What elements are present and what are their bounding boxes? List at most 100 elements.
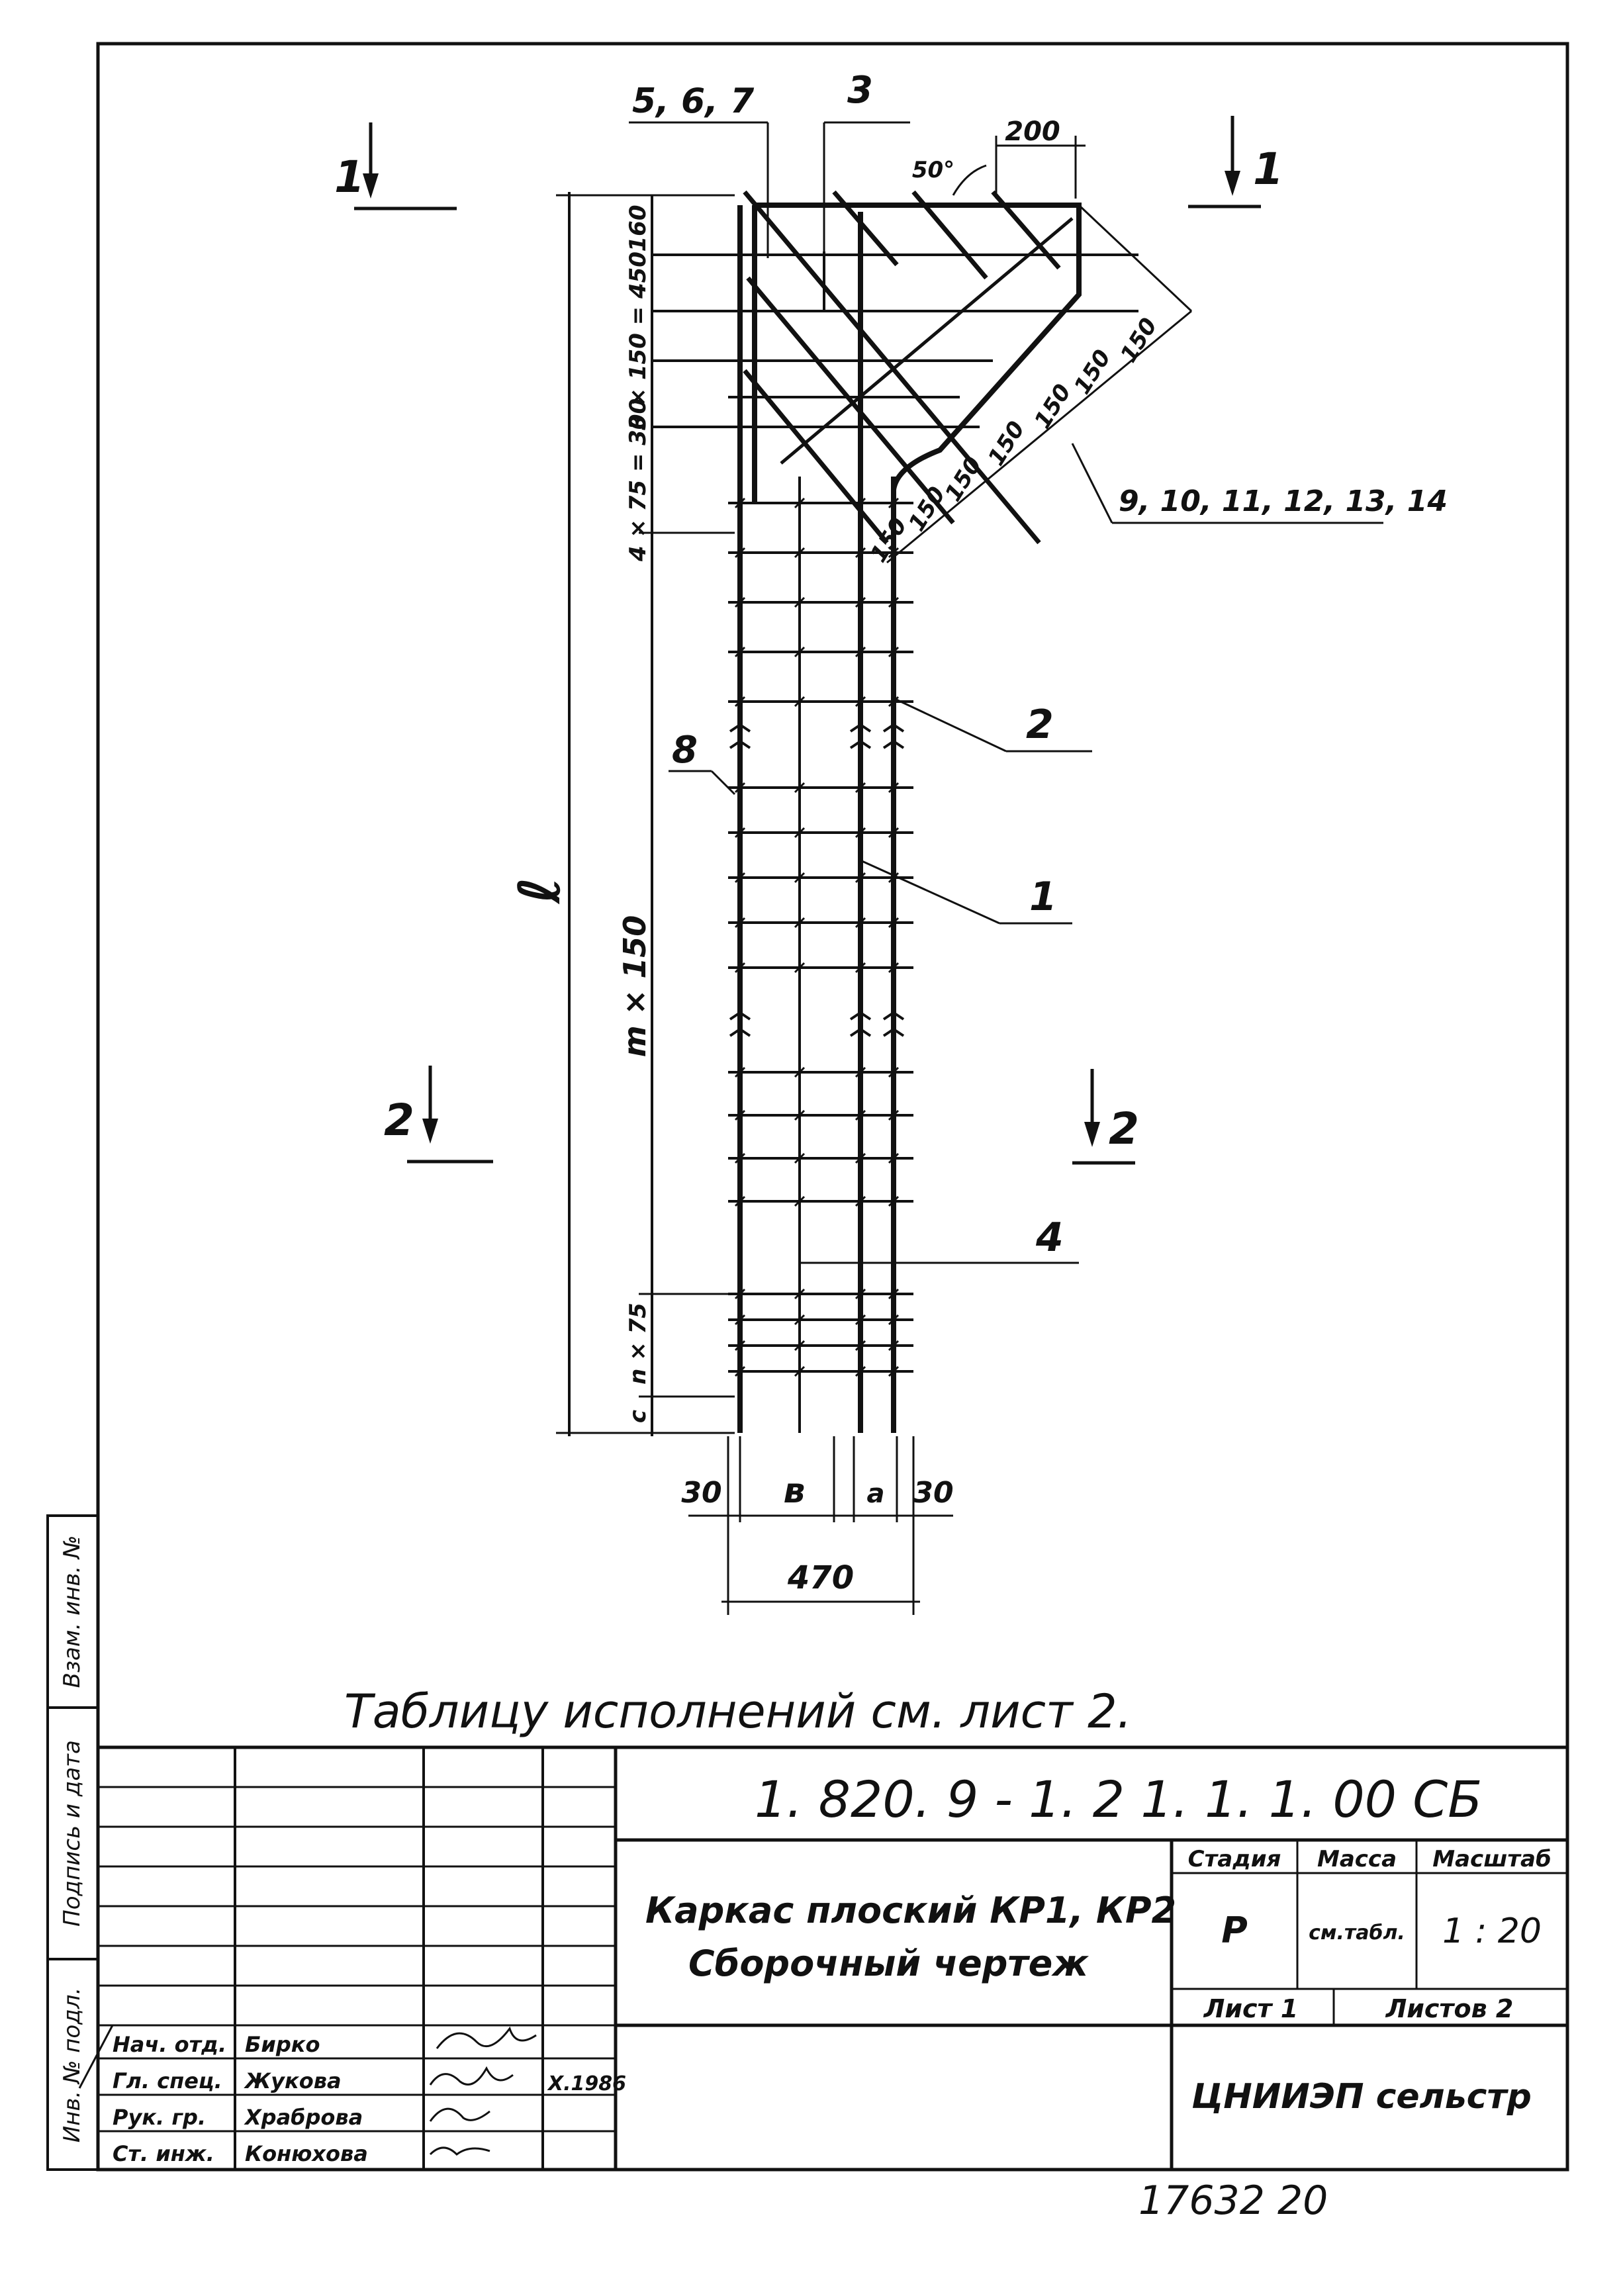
svg-text:3 × 150 = 450: 3 × 150 = 450 <box>625 252 651 430</box>
section-marker-1-left: 1 <box>334 122 457 210</box>
tie-tick <box>855 1314 866 1326</box>
tie-tick <box>855 917 866 929</box>
callout-2: 2 <box>893 697 1092 753</box>
section-marker-1-right: 1 <box>1188 116 1283 208</box>
stage-value: Р <box>1221 1909 1248 1951</box>
tie-tick <box>734 1340 746 1352</box>
vertical-dimensions: 160 3 × 150 = 450 4 × 75 = 300 ℓ m × 150… <box>507 192 735 1436</box>
tie-tick <box>794 1314 806 1326</box>
tie-tick <box>794 1365 806 1377</box>
title-line1: Каркас плоский КР1, КР2 <box>645 1890 1176 1931</box>
svg-text:1: 1 <box>1029 874 1057 920</box>
tie-tick <box>888 1314 900 1326</box>
date-text: X.1986 <box>547 2072 626 2095</box>
stamp-podpis: Подпись и дата <box>59 1740 85 1927</box>
section-marker-2-right: 2 <box>1072 1069 1139 1165</box>
mass-header: Масса <box>1317 1846 1397 1872</box>
footer-number: 17632 20 <box>1138 2178 1328 2224</box>
svg-text:50°: 50° <box>912 157 954 183</box>
svg-text:30: 30 <box>681 1476 721 1510</box>
tie-tick <box>888 596 900 608</box>
svg-text:в: в <box>784 1471 806 1511</box>
note-text: Таблицу исполнений см. лист 2. <box>344 1684 1132 1739</box>
tie-tick <box>855 1288 866 1300</box>
stirrup-rows <box>728 497 913 1377</box>
tie-tick <box>888 962 900 974</box>
tie-tick <box>888 872 900 884</box>
svg-text:Рук. гр.: Рук. гр. <box>113 2105 206 2130</box>
tie-tick <box>794 497 806 509</box>
stage-header: Стадия <box>1188 1846 1281 1872</box>
tie-tick <box>794 1152 806 1164</box>
tie-tick <box>794 596 806 608</box>
svg-text:Бирко: Бирко <box>245 2032 320 2057</box>
svg-text:a: a <box>867 1479 885 1509</box>
stamp-vzam: Взам. инв. № <box>59 1536 85 1688</box>
tie-tick <box>734 1365 746 1377</box>
tie-tick <box>794 827 806 839</box>
tie-tick <box>888 1195 900 1207</box>
callouts: 5, 6, 7 3 9, 10, 11, 12, 13, 14 2 8 <box>629 69 1448 1264</box>
tie-tick <box>888 827 900 839</box>
tie-tick <box>855 1340 866 1352</box>
svg-text:Гл. спец.: Гл. спец. <box>113 2068 222 2093</box>
org-name: ЦНИИЭП сельстр <box>1191 2077 1532 2117</box>
tie-tick <box>855 1109 866 1121</box>
svg-text:c: c <box>625 1410 651 1423</box>
tie-tick <box>855 962 866 974</box>
tie-tick <box>794 1288 806 1300</box>
tie-tick <box>855 1152 866 1164</box>
tie-tick <box>888 497 900 509</box>
scale-header: Масштаб <box>1432 1846 1551 1872</box>
tie-tick <box>794 1340 806 1352</box>
svg-text:150: 150 <box>1029 379 1077 433</box>
tie-tick <box>734 646 746 658</box>
tie-tick <box>888 917 900 929</box>
svg-text:30: 30 <box>913 1476 953 1510</box>
tie-tick <box>734 1152 746 1164</box>
svg-text:ℓ: ℓ <box>507 877 573 905</box>
stamp-inv: Инв. № подл. <box>59 1988 85 2143</box>
tie-tick <box>888 1109 900 1121</box>
callout-5-6-7: 5, 6, 7 <box>629 81 769 258</box>
svg-text:Конюхова: Конюхова <box>245 2141 368 2166</box>
svg-text:Ст. инж.: Ст. инж. <box>113 2141 214 2166</box>
tie-tick <box>794 646 806 658</box>
tie-tick <box>734 696 746 708</box>
doc-number: 1. 820. 9 - 1. 2 1. 1. 1. 00 СБ <box>755 1770 1482 1829</box>
tie-tick <box>734 917 746 929</box>
tie-tick <box>888 1152 900 1164</box>
tie-tick <box>794 782 806 794</box>
svg-text:Нач. отд.: Нач. отд. <box>113 2032 226 2057</box>
tie-tick <box>794 917 806 929</box>
title-line2: Сборочный чертеж <box>688 1943 1089 1984</box>
tie-tick <box>888 1288 900 1300</box>
svg-text:1: 1 <box>334 152 365 203</box>
tie-tick <box>855 596 866 608</box>
top-dimensions: 200 50° <box>912 116 1086 199</box>
svg-text:2: 2 <box>1109 1103 1139 1154</box>
tie-tick <box>794 1195 806 1207</box>
tie-tick <box>855 872 866 884</box>
tie-tick <box>734 497 746 509</box>
tie-tick <box>855 1195 866 1207</box>
svg-text:4: 4 <box>1035 1215 1064 1261</box>
callout-9-14: 9, 10, 11, 12, 13, 14 <box>1071 443 1448 524</box>
section-marker-2-left: 2 <box>384 1066 493 1164</box>
tie-tick <box>888 782 900 794</box>
tie-tick <box>734 1109 746 1121</box>
tie-tick <box>855 1365 866 1377</box>
svg-text:Жукова: Жукова <box>244 2068 342 2093</box>
callout-4: 4 <box>801 1215 1079 1264</box>
svg-text:n × 75: n × 75 <box>625 1303 651 1385</box>
tie-tick <box>794 962 806 974</box>
mass-value: см.табл. <box>1309 1921 1405 1945</box>
tie-tick <box>794 696 806 708</box>
svg-text:4 × 75 = 300: 4 × 75 = 300 <box>625 398 651 562</box>
sheets-total: Листов 2 <box>1385 1994 1514 2023</box>
tie-tick <box>855 1066 866 1078</box>
tie-tick <box>734 596 746 608</box>
title-block-slash <box>78 2025 114 2089</box>
svg-text:200: 200 <box>1005 116 1060 147</box>
